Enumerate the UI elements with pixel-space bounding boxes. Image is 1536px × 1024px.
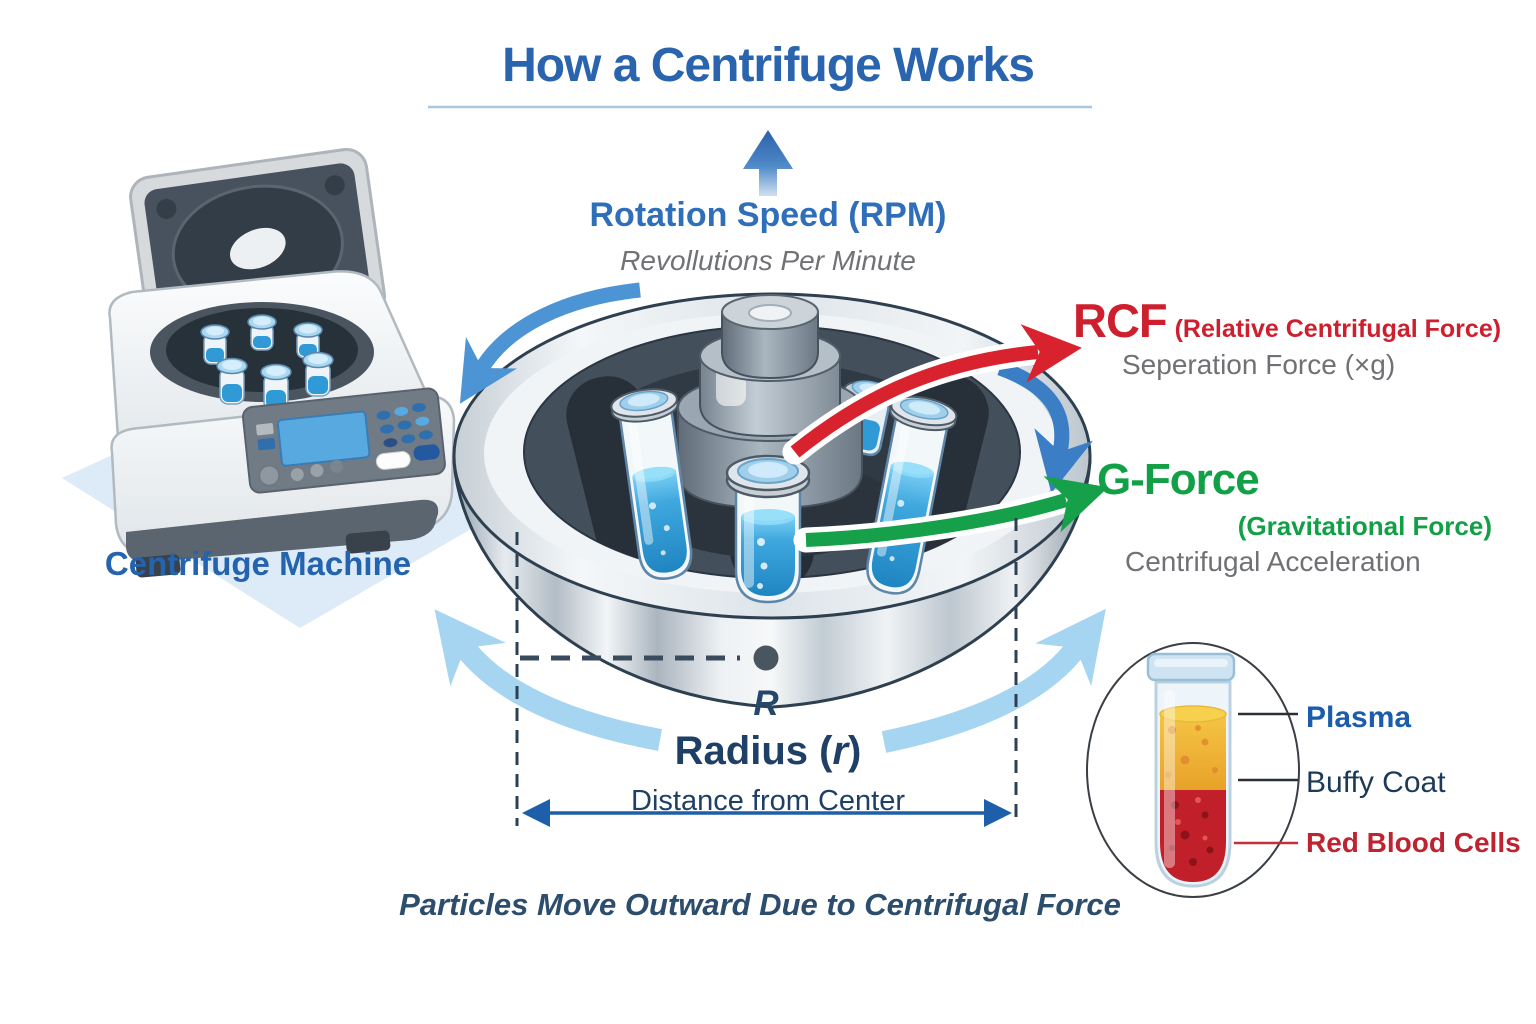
gforce-label: G-Force bbox=[1097, 455, 1260, 504]
legend-tube bbox=[1146, 652, 1236, 888]
gforce-sublabel: Centrifugal Acceleration bbox=[1125, 546, 1421, 577]
radius-label-suffix: ) bbox=[848, 729, 862, 773]
rcf-abbr: RCF bbox=[1073, 294, 1168, 347]
rotation-speed-sublabel: Revollutions Per Minute bbox=[620, 245, 916, 276]
rcf-sublabel: Seperation Force (×g) bbox=[1122, 349, 1396, 380]
gforce-arrow bbox=[793, 476, 1109, 553]
machine-rotor-tubes bbox=[200, 314, 334, 411]
radius-point-label: R bbox=[753, 684, 779, 723]
machine-foot-right bbox=[345, 530, 391, 554]
machine-foot-left bbox=[135, 554, 181, 578]
rcf-name: (Relative Centrifugal Force) bbox=[1174, 315, 1502, 343]
rcf-label: RCF (Relative Centrifugal Force) bbox=[1073, 294, 1502, 347]
radius-dimension-lines bbox=[515, 518, 1018, 826]
legend-rbc-layer bbox=[1160, 790, 1226, 882]
rotor-tube-front bbox=[725, 454, 811, 604]
rcf-arrow bbox=[782, 324, 1082, 465]
rotation-speed-label: Rotation Speed (RPM) bbox=[589, 196, 947, 234]
machine-stop-button bbox=[413, 444, 440, 461]
rotation-arrow-bottom-right bbox=[881, 608, 1106, 753]
rotation-arrow-top-left bbox=[459, 282, 641, 404]
dimension-arrow bbox=[522, 799, 1012, 827]
legend-label-plasma: Plasma bbox=[1306, 701, 1412, 734]
legend-plasma-layer bbox=[1160, 714, 1226, 790]
radius-sublabel: Distance from Center bbox=[631, 785, 905, 817]
rotation-arrow-right bbox=[997, 360, 1094, 494]
rotor-tube-left bbox=[610, 388, 693, 580]
rotor-tube-right bbox=[866, 395, 958, 595]
machine-control-panel bbox=[241, 387, 446, 494]
centrifuge-machine-illustration bbox=[62, 147, 542, 628]
machine-knob bbox=[258, 464, 281, 487]
legend-leader-lines bbox=[1234, 712, 1298, 845]
rotation-arrow-bottom-left bbox=[434, 609, 662, 751]
machine-lcd-screen bbox=[276, 410, 371, 467]
radius-label-variable: r bbox=[832, 729, 849, 773]
radius-label-prefix: Radius ( bbox=[674, 729, 833, 773]
gforce-name: (Gravitational Force) bbox=[1237, 511, 1492, 541]
machine-base-band bbox=[126, 499, 439, 563]
separation-legend bbox=[1086, 642, 1300, 898]
legend-label-buffy-coat: Buffy Coat bbox=[1306, 766, 1446, 799]
machine-start-button bbox=[375, 451, 411, 470]
radius-center-dot bbox=[753, 645, 779, 671]
machine-button-grid bbox=[376, 402, 433, 448]
page-title: How a Centrifuge Works bbox=[502, 39, 1035, 92]
legend-label-red-blood-cells: Red Blood Cells bbox=[1306, 827, 1521, 858]
rotation-up-arrow-icon bbox=[743, 130, 793, 196]
centrifuge-machine-label: Centrifuge Machine bbox=[104, 545, 412, 582]
bottom-caption: Particles Move Outward Due to Centrifuga… bbox=[399, 887, 1121, 922]
radius-label: Radius (r) bbox=[674, 729, 862, 773]
